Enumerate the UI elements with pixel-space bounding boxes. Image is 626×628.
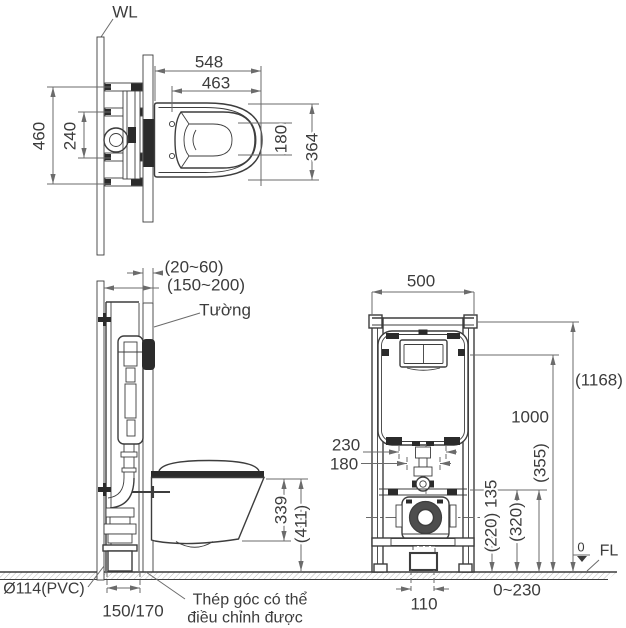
- frame-side: [98, 301, 144, 572]
- dim-1168: (1168): [575, 371, 623, 390]
- drain-pipe-label: Ø114(PVC): [3, 581, 85, 598]
- toilet-side: [132, 459, 266, 548]
- dim-180-top: 180: [272, 125, 291, 153]
- bracket-note-line2: điều chỉnh được: [187, 610, 303, 627]
- dim-339: 339: [272, 496, 291, 524]
- side-view: (20~60) (150~200) Tường 339 (411) Ø114(P…: [3, 258, 313, 627]
- dim-offset: (150~200): [167, 276, 245, 295]
- dim-460: 460: [30, 122, 49, 150]
- dim-355: (355): [531, 443, 550, 483]
- dim-548: 548: [195, 53, 223, 72]
- frame-plan: [103, 82, 143, 187]
- toilet-plan: [153, 102, 263, 178]
- flush-plate-side: [142, 339, 155, 370]
- wall-line-plan: [96, 36, 105, 256]
- dim-500: 500: [407, 272, 435, 291]
- datum-zero-label: 0: [577, 540, 584, 555]
- front-view-dimensions: [361, 289, 600, 593]
- adjustable-bar: [371, 537, 475, 547]
- wl-leader-line: [100, 18, 114, 38]
- dim-463: 463: [202, 74, 230, 93]
- dim-320: (320): [507, 502, 526, 542]
- drain-elbow-side: [107, 477, 125, 499]
- bracket-note-line1: Thép góc có thể: [193, 591, 308, 609]
- side-view-dimensions: [87, 268, 308, 600]
- finished-wall-side: [142, 302, 154, 573]
- floor-level-label: FL: [600, 543, 619, 560]
- wall-line-side: [96, 280, 105, 581]
- wall-line-label: WL: [112, 3, 138, 22]
- dim-230: 230: [332, 436, 360, 455]
- gasket-plan: [143, 119, 155, 167]
- dim-gap: (20~60): [164, 258, 223, 277]
- dim-110: 110: [410, 595, 437, 614]
- top-view: WL 548 463 460 240 180 364: [27, 3, 324, 256]
- floor-line: [0, 571, 617, 580]
- seat-lid-side: [158, 459, 260, 472]
- dim-411: (411): [292, 505, 311, 543]
- dim-150-170: 150/170: [102, 602, 163, 621]
- pvc-pipe: [107, 550, 133, 572]
- floor-outlet: [408, 551, 439, 572]
- dim-floor-range: 0~230: [493, 581, 541, 600]
- fittings-front: [366, 444, 500, 573]
- top-view-dimensions: [47, 66, 319, 186]
- fl-leader: [586, 559, 600, 572]
- cistern-front: [377, 329, 469, 446]
- dim-364: 364: [303, 133, 322, 161]
- bowl-side: [150, 476, 266, 545]
- dim-240: 240: [61, 122, 80, 150]
- wall-label-leader: [153, 312, 201, 328]
- bowl-plan: [183, 123, 233, 157]
- frame-front: [368, 314, 478, 573]
- dim-220-135: (220) 135: [482, 480, 501, 553]
- dim-180-front: 180: [330, 455, 358, 474]
- bracket-note-leader: [145, 571, 186, 600]
- datum-triangle: [577, 556, 587, 562]
- pvc-flange: [102, 544, 138, 552]
- wall-label: Tường: [199, 301, 251, 320]
- drain-pipe-plan: [103, 127, 129, 153]
- front-view: 500 230 180 (1168) 1000 (355) (320) (220…: [330, 272, 623, 614]
- pvc-leader: [87, 565, 105, 588]
- dim-1000: 1000: [511, 408, 549, 427]
